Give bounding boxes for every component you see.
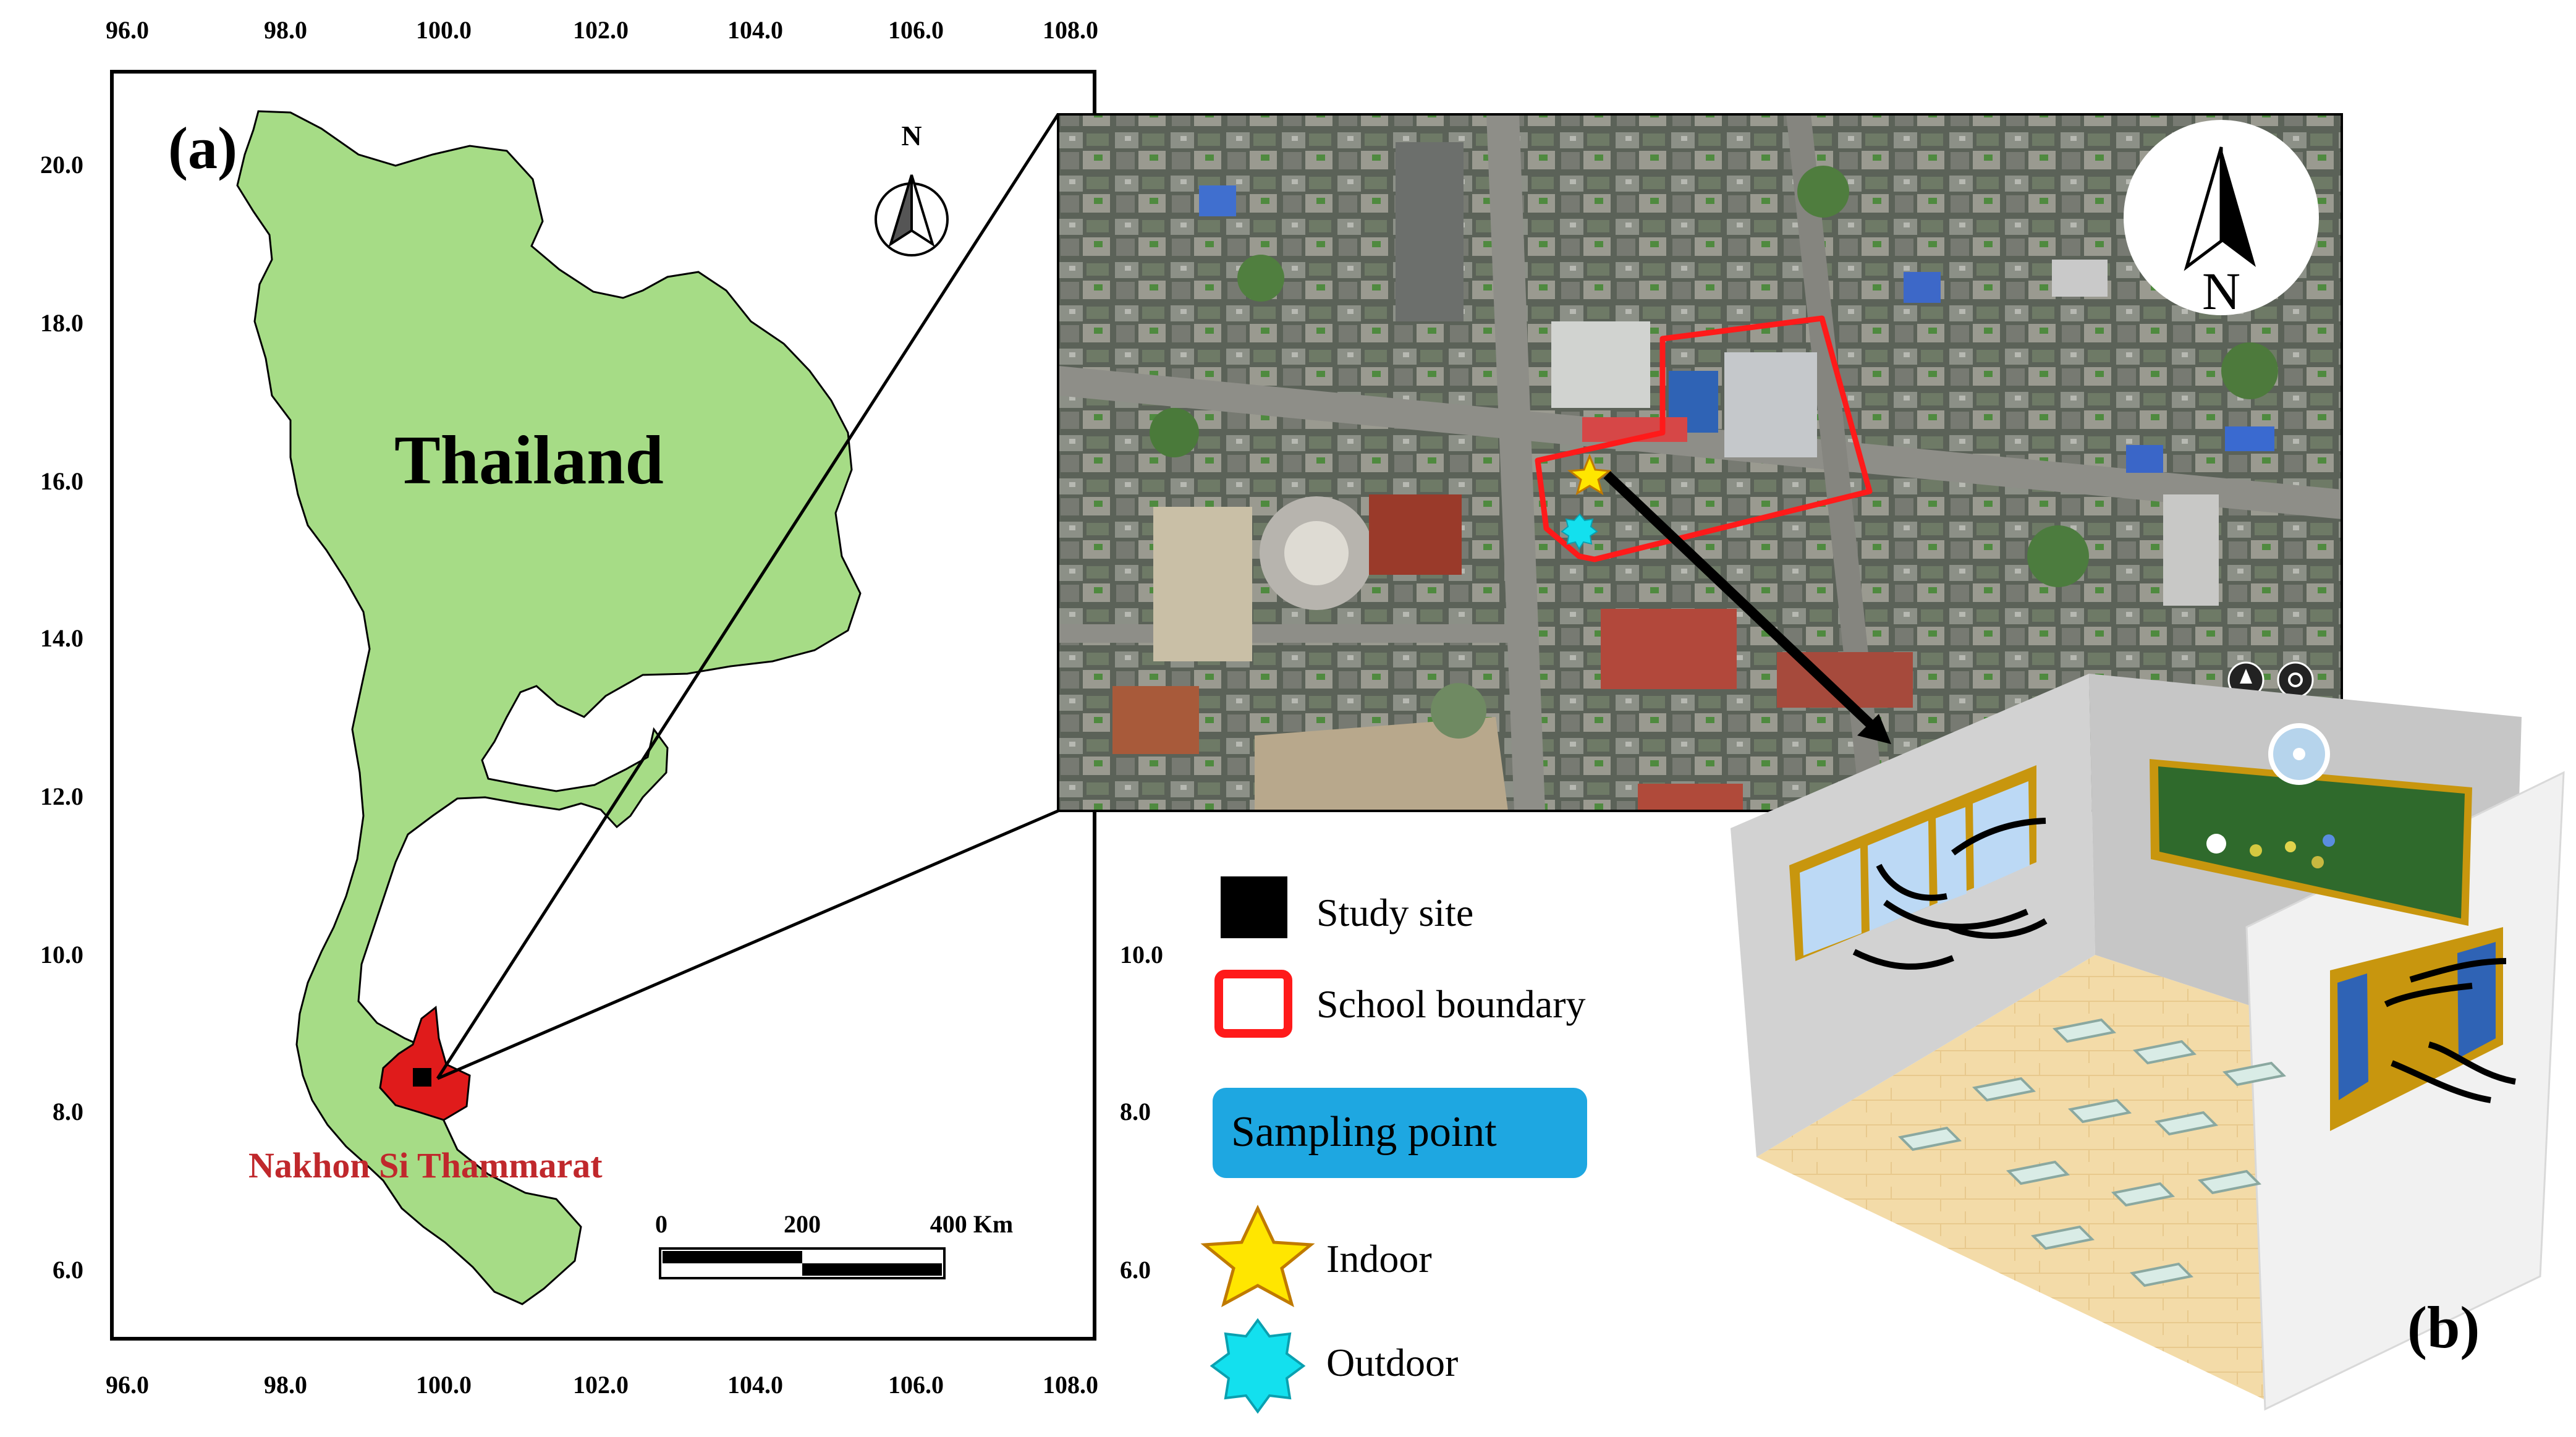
top-tick-label: 96.0 <box>106 16 149 44</box>
left-tick-label: 12.0 <box>40 782 83 810</box>
bottom-tick-label: 102.0 <box>573 1371 629 1399</box>
callout-lines <box>436 113 1060 1080</box>
legend-outdoor-label: Outdoor <box>1326 1341 1458 1384</box>
left-tick-label: 10.0 <box>40 941 83 969</box>
legend-indoor-label: Indoor <box>1326 1237 1432 1281</box>
top-tick-label: 108.0 <box>1043 16 1098 44</box>
airflow-arrows-right <box>2384 958 2516 1103</box>
thailand-landmass <box>236 110 862 1305</box>
top-tick-label: 102.0 <box>573 16 629 44</box>
panel-a-top-ticks: 96.0 98.0 100.0 102.0 104.0 106.0 108.0 <box>106 16 1098 44</box>
left-tick-label: 14.0 <box>40 624 83 652</box>
wall-fan-icon <box>2268 723 2330 785</box>
inset-to-classroom-arrow <box>1603 471 1879 733</box>
left-tick-label: 6.0 <box>53 1256 83 1284</box>
legend-outdoor-marker-icon <box>1210 1318 1306 1414</box>
right-tick-label: 6.0 <box>1120 1256 1151 1284</box>
bottom-tick-label: 104.0 <box>727 1371 783 1399</box>
panel-a-left-ticks: 20.0 18.0 16.0 14.0 12.0 10.0 8.0 6.0 <box>40 151 83 1284</box>
legend-school-boundary-swatch <box>1214 970 1292 1038</box>
panel-b-label: (b) <box>2407 1294 2480 1360</box>
legend-labels: Study site School boundary Sampling poin… <box>1231 891 1586 1384</box>
legend-study-site-label: Study site <box>1316 891 1473 935</box>
top-tick-label: 98.0 <box>264 16 307 44</box>
country-label: Thailand <box>394 422 664 499</box>
top-tick-label: 100.0 <box>416 16 472 44</box>
outdoor-sampling-marker <box>1561 513 1598 550</box>
top-tick-label: 104.0 <box>727 16 783 44</box>
classroom-left-windows <box>1789 765 2036 961</box>
classroom-desks <box>1897 1018 2287 1287</box>
left-tick-label: 8.0 <box>53 1098 83 1125</box>
bottom-tick-label: 98.0 <box>264 1371 307 1399</box>
left-tick-label: 16.0 <box>40 467 83 495</box>
top-tick-label: 106.0 <box>888 16 944 44</box>
satellite-north-arrow-icon <box>2124 120 2319 315</box>
scale-label: 400 Km <box>930 1210 1013 1238</box>
classroom-illustration <box>1731 674 2565 1411</box>
panel-a-map <box>110 70 1096 1341</box>
left-tick-label: 18.0 <box>40 309 83 337</box>
panel-a-label: (a) <box>168 115 237 181</box>
study-site-marker <box>413 1068 431 1087</box>
north-label: N <box>901 120 922 151</box>
right-tick-label: 10.0 <box>1120 941 1163 969</box>
legend-sampling-point-badge <box>1213 1088 1587 1178</box>
classroom-right-window <box>2330 927 2503 1131</box>
school-boundary <box>1535 315 1873 562</box>
airflow-arrows-left <box>1852 818 2048 970</box>
legend-study-site-swatch <box>1221 876 1287 938</box>
panel-a-bottom-ticks: 96.0 98.0 100.0 102.0 104.0 106.0 108.0 <box>106 1371 1098 1399</box>
satellite-north-label: N <box>2202 261 2240 321</box>
chalkboard <box>2150 759 2472 926</box>
bottom-tick-label: 106.0 <box>888 1371 944 1399</box>
indoor-sampling-star <box>1567 454 1612 496</box>
scale-label: 0 <box>655 1210 667 1238</box>
map-locate-control-icon <box>2277 661 2314 698</box>
province-nakhon-si-thammarat <box>379 1006 471 1121</box>
scale-bar <box>659 1247 946 1279</box>
north-arrow-icon <box>875 174 949 256</box>
bottom-tick-label: 100.0 <box>416 1371 472 1399</box>
left-tick-label: 20.0 <box>40 151 83 179</box>
province-label: Nakhon Si Thammarat <box>248 1145 603 1185</box>
legend-indoor-star-icon <box>1200 1205 1315 1308</box>
bottom-tick-label: 108.0 <box>1043 1371 1098 1399</box>
legend-sampling-point-label: Sampling point <box>1231 1108 1497 1156</box>
panel-a-right-ticks: 10.0 8.0 6.0 <box>1120 941 1163 1284</box>
bottom-tick-label: 96.0 <box>106 1371 149 1399</box>
legend <box>1200 876 1587 1414</box>
scale-bar-labels: 0 200 400 Km <box>655 1210 1013 1238</box>
legend-school-boundary-label: School boundary <box>1316 982 1586 1026</box>
right-tick-label: 8.0 <box>1120 1098 1151 1125</box>
scale-label: 200 <box>784 1210 821 1238</box>
